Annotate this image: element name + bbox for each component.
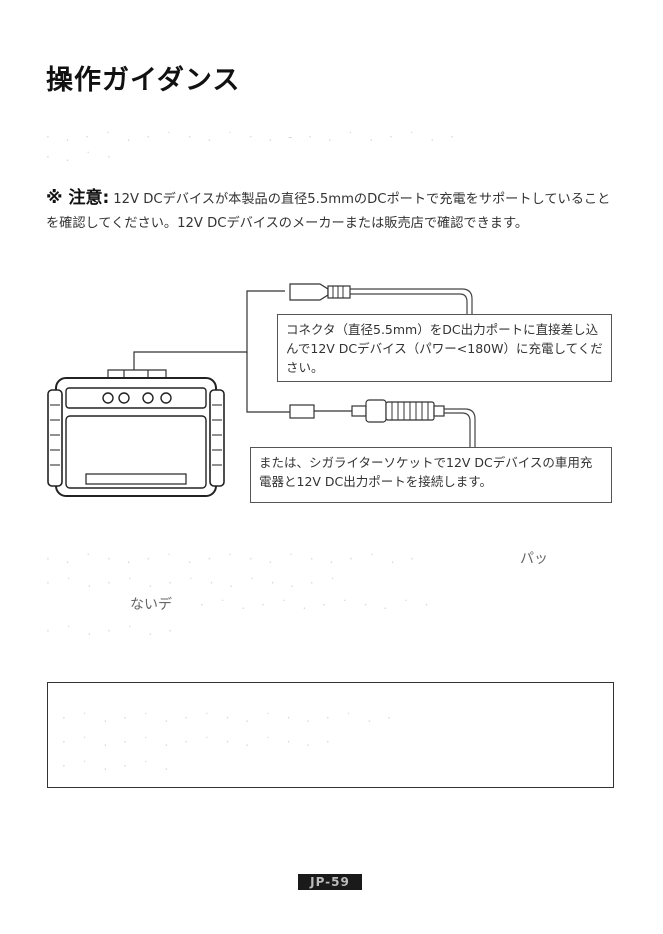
page-number-badge: JP-59 — [298, 874, 362, 890]
cigar-socket-icon — [351, 399, 445, 423]
faint-text-line: · . · ˙ . · ˙ · . ˙ · . - · . ˙ . · ˙ . … — [46, 130, 460, 144]
dc-cable — [350, 288, 473, 314]
power-station-icon — [47, 377, 225, 497]
faint-text-line: · ˙ . · ˙ . · — [46, 624, 178, 638]
faint-text-line: · . ˙ · . · ˙ . · ˙ · . ˙ · . · ˙ . · — [46, 552, 421, 566]
dc-cable — [350, 293, 468, 314]
leader-line — [246, 352, 290, 413]
callout-direct-connect: コネクタ（直径5.5mm）をDC出力ポートに直接差し込んで12V DCデバイス（… — [277, 314, 612, 382]
leader-line — [133, 290, 285, 370]
text-fragment: パッ — [520, 551, 548, 567]
faint-text-line: · ˙ . · ˙ . · ˙ · . ˙ · . · — [62, 735, 336, 749]
info-box: · ˙ . · ˙ . · ˙ · . ˙ · . · ˙ . · · ˙ . … — [47, 682, 614, 788]
faint-text-line: · ˙ . · ˙ . · ˙ · . ˙ · — [200, 598, 435, 612]
adapter-cable — [444, 412, 471, 447]
faint-text-line: · ˙ . · ˙ . · ˙ · . ˙ · . · ˙ . · — [62, 711, 397, 725]
faint-text-line: · ˙ . · ˙ . · ˙ · . ˙ · . · ˙ — [46, 576, 342, 590]
adapter-cable — [444, 408, 476, 447]
dc-connector-icon — [289, 283, 351, 301]
faint-text-line: · . ˙ · — [46, 150, 117, 164]
note-text: 12V DCデバイスが本製品の直径5.5mmのDCポートで充電をサポートしている… — [46, 192, 611, 231]
text-fragment: ないデ — [130, 597, 172, 613]
note-paragraph: ※ 注意:12V DCデバイスが本製品の直径5.5mmのDCポートで充電をサポー… — [46, 186, 616, 236]
note-label: ※ 注意: — [46, 188, 110, 208]
faint-text-line: · ˙ . · ˙ . — [62, 759, 175, 773]
small-plug-icon — [289, 404, 352, 419]
page-title: 操作ガイダンス — [46, 65, 241, 96]
callout-cigar-socket: または、シガライターソケットで12V DCデバイスの車用充電器と12V DC出力… — [250, 447, 612, 503]
